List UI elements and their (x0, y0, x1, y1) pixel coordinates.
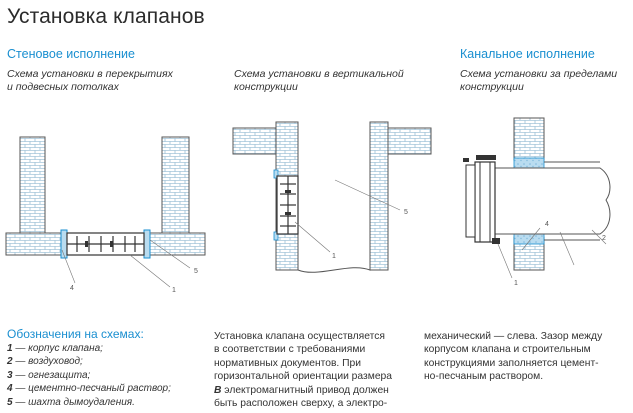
legend-text: — воздуховод; (12, 356, 83, 368)
caption-diagram-1: Схема установки в перекрытиях и подвесны… (7, 68, 173, 94)
legend-item: 2 — воздуховод; (7, 355, 171, 368)
text-line: Установка клапана осуществляется (214, 331, 385, 342)
text-line: но-песчаным раствором. (424, 371, 544, 383)
legend-item: 4 — цементно-песчаный раствор; (7, 382, 171, 395)
caption-2-line-2: конструкции (234, 81, 298, 93)
installation-text-col-2: механический — слева. Зазор между корпус… (424, 330, 620, 384)
leader-lines-2 (294, 179, 401, 253)
page-title: Установка клапанов (7, 5, 205, 28)
air-duct (494, 167, 611, 235)
text-line: механический — слева. Зазор между (424, 331, 603, 342)
beam-right (387, 127, 432, 155)
legend-text: — огнезащита; (12, 369, 91, 381)
legend-num: 3 (7, 369, 13, 381)
mortar-right (143, 229, 151, 259)
valve-blades-3 (479, 162, 491, 242)
section-title-duct: Канальное исполнение (460, 47, 595, 61)
mortar-left (60, 229, 68, 259)
valve-pins-1 (85, 241, 113, 247)
section-title-wall: Стеновое исполнение (7, 47, 135, 61)
legend-item: 3 — огнезащита; (7, 369, 171, 382)
caption-1-line-2: и подвесных потолках (7, 81, 119, 93)
legend-text: — шахта дымоудаления. (12, 396, 135, 408)
valve-clamps-3 (463, 155, 500, 244)
leader-lines-3 (497, 227, 607, 279)
valve-body-3 (474, 161, 496, 243)
mortar-upper (513, 157, 545, 169)
callout-1-c: 1 (172, 287, 176, 294)
text-line: в соответствии с требованиями (214, 344, 366, 356)
legend-item: 1 — корпус клапана; (7, 342, 171, 355)
legend-num: 1 (7, 343, 13, 354)
wall-upper (513, 117, 545, 161)
text-line: нормативных документов. При (214, 357, 362, 369)
installation-text-col-1: Установка клапана осуществляется в соотв… (214, 330, 410, 410)
mortar-bottom (273, 231, 279, 241)
callout-2-a: 1 (332, 253, 336, 260)
text-line: корпусом клапана и строительным (424, 344, 591, 356)
caption-3-line-1: Схема установки за пределами (460, 68, 618, 80)
valve-pins-2 (285, 190, 291, 215)
brick-wall-right (369, 121, 389, 271)
callout-3-a: 4 (545, 221, 549, 228)
legend-num: 2 (7, 356, 13, 368)
text-line: конструкциями заполняется цемент- (424, 357, 599, 369)
valve-actuator-3 (465, 164, 476, 238)
valve-blades-2 (280, 176, 296, 234)
dimension-letter: B (214, 384, 222, 396)
legend-item: 5 — шахта дымоудаления. (7, 396, 171, 409)
text-fragment: электромагнитный привод должен (221, 384, 389, 396)
beam-left (232, 127, 277, 155)
caption-3-line-2: конструкции (460, 81, 524, 93)
smoke-shaft (297, 122, 371, 273)
legend-heading: Обозначения на схемах: (7, 327, 144, 341)
brick-column-right (161, 136, 190, 234)
caption-2-line-1: Схема установки в вертикальной (234, 68, 404, 80)
callout-3-c: 2 (602, 235, 606, 242)
mortar-lower (513, 233, 545, 245)
callout-3-b: 1 (514, 280, 518, 287)
legend-num: 5 (7, 396, 13, 408)
callout-2-b: 5 (404, 209, 408, 216)
callout-1-b: 5 (194, 268, 198, 275)
mortar-top (273, 169, 279, 179)
legend-text: — корпус клапана; (12, 343, 103, 354)
caption-1-line-1: Схема установки в перекрытиях (7, 68, 173, 80)
leader-lines-1 (61, 239, 191, 288)
callout-1-a: 4 (70, 285, 74, 292)
text-line: горизонтальной ориентации размера (214, 371, 393, 383)
diagram-floor-installation: 4 5 1 (5, 136, 206, 294)
caption-diagram-2: Схема установки в вертикальной конструкц… (234, 68, 404, 94)
legend-num: 4 (7, 383, 13, 395)
text-line: быть расположен сверху, а электро- (214, 398, 388, 410)
text-line: B электромагнитный привод должен (214, 384, 410, 397)
diagram-duct-installation: 4 1 2 (463, 117, 611, 287)
legend-list: 1 — корпус клапана; 2 — воздуховод; 3 — … (7, 342, 171, 409)
slab-right (149, 232, 206, 256)
legend-text: — цементно-песчаный раствор; (12, 383, 171, 395)
brick-column-left (19, 136, 46, 234)
caption-diagram-3: Схема установки за пределами конструкции (460, 68, 617, 94)
diagram-vertical-installation: 1 5 (232, 121, 432, 273)
duct-insulation-lines (544, 161, 600, 241)
slab-left (5, 232, 62, 256)
